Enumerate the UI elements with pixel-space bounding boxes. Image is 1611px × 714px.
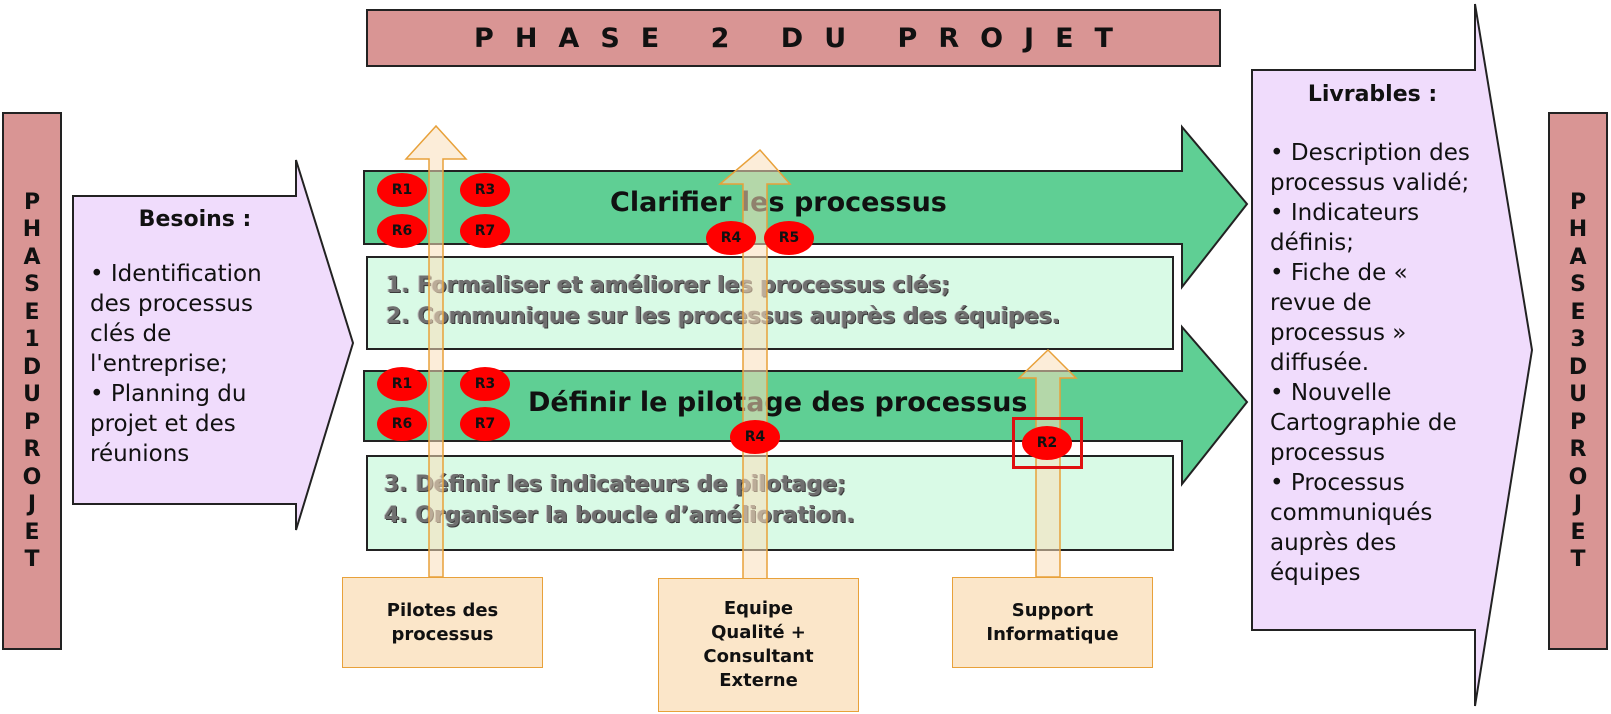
resource-arrow-3 <box>1017 348 1078 578</box>
resource-label: Pilotes des processus <box>386 599 499 645</box>
tag-badge: R4 <box>730 420 780 454</box>
livrables-item: • Processus communiqués auprès des équip… <box>1270 470 1433 586</box>
phase-1-label: PHASE 1 DU PROJET <box>22 189 42 573</box>
phase-3-bar: PHASE 3 DU PROJET <box>1548 112 1608 650</box>
phase-2-title: PHASE 2 DU PROJET <box>366 9 1221 67</box>
livrables-arrow-shape <box>1251 3 1534 707</box>
tag-badge: R7 <box>460 214 510 248</box>
resource-label: Support Informatique <box>986 599 1119 645</box>
axis-arrow-2-shape <box>363 324 1249 487</box>
tag-badge: R1 <box>377 367 427 401</box>
livrables-panel: Livrables : • Description des processus … <box>1270 80 1475 588</box>
step-line: 3. Définir les indicateurs de pilotage; <box>384 472 846 497</box>
step-line: 2. Communique sur les processus auprès d… <box>386 304 1061 329</box>
tag-badge: R2 <box>1022 426 1072 460</box>
tag-badge: R4 <box>706 221 756 255</box>
axis-1-title: Clarifier les processus <box>610 187 947 218</box>
livrables-item: • Indicateurs définis; <box>1270 200 1420 256</box>
besoins-item: • Identification des processus clés de l… <box>90 261 262 377</box>
step-line: 4. Organiser la boucle d’amélioration. <box>384 503 855 528</box>
tag-badge: R6 <box>377 214 427 248</box>
tag-badge: R7 <box>460 407 510 441</box>
resource-box-support: Support Informatique <box>952 577 1153 668</box>
step-line: 1. Formaliser et améliorer les processus… <box>386 273 950 298</box>
livrables-title: Livrables : <box>1307 82 1438 107</box>
livrables-item: • Description des processus validé; <box>1270 140 1470 196</box>
besoins-arrow-shape <box>72 159 355 531</box>
resource-box-pilotes: Pilotes des processus <box>342 577 543 668</box>
phase-1-bar: PHASE 1 DU PROJET <box>2 112 62 650</box>
tag-badge: R3 <box>460 367 510 401</box>
axis-2-title: Définir le pilotage des processus <box>528 387 1028 418</box>
besoins-title: Besoins : <box>138 207 252 232</box>
livrables-item: • Nouvelle Cartographie de processus <box>1270 380 1457 466</box>
axis-1-steps: 1. Formaliser et améliorer les processus… <box>366 256 1174 350</box>
resource-arrow-1 <box>404 124 468 578</box>
tag-badge: R6 <box>377 407 427 441</box>
phase-3-label: PHASE 3 DU PROJET <box>1568 189 1588 573</box>
tag-badge: R1 <box>377 173 427 207</box>
resource-box-qualite: Equipe Qualité + Consultant Externe <box>658 578 859 712</box>
resource-label: Equipe Qualité + Consultant Externe <box>703 598 814 691</box>
besoins-item: • Planning du projet et des réunions <box>90 381 247 467</box>
tag-badge: R5 <box>764 221 814 255</box>
livrables-item: • Fiche de « revue de processus » diffus… <box>1270 260 1408 376</box>
tag-highlight-frame <box>1012 417 1083 469</box>
besoins-panel: Besoins : • Identification des processus… <box>90 205 300 469</box>
resource-arrow-2 <box>717 148 792 584</box>
tag-badge: R3 <box>460 173 510 207</box>
